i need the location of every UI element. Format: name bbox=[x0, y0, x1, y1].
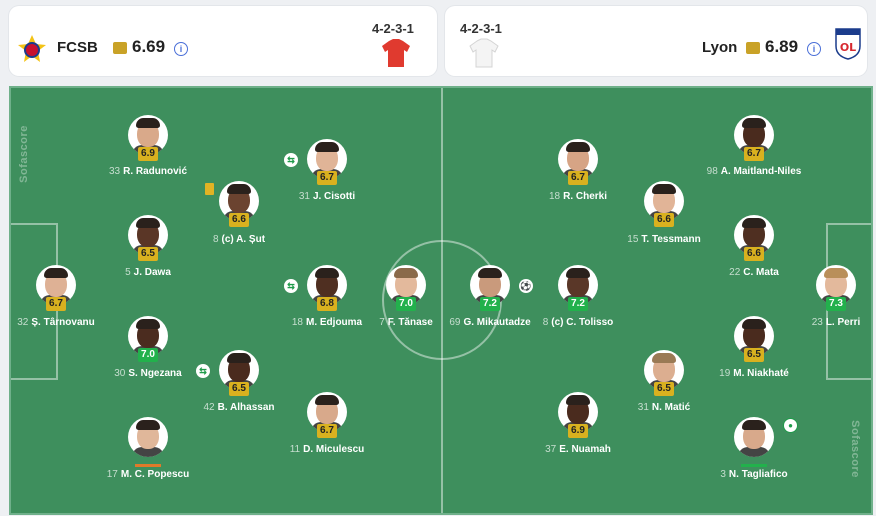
player-photo bbox=[734, 417, 774, 457]
player-rating: 6.8 bbox=[317, 297, 337, 311]
home-shirt-icon bbox=[381, 38, 411, 73]
player-tolisso[interactable]: 7.2 8(c) C. Tolisso bbox=[523, 265, 633, 345]
rating-bar bbox=[135, 464, 161, 467]
info-icon[interactable]: i bbox=[174, 42, 188, 56]
yellow-card-icon bbox=[205, 183, 214, 195]
lyon-crest-icon: OL bbox=[833, 26, 863, 60]
home-team-rating: 6.69 bbox=[132, 37, 166, 56]
home-rating-badge-icon bbox=[113, 42, 127, 54]
player-photo bbox=[128, 417, 168, 457]
player-sut[interactable]: 6.6 8(c) A. Șut bbox=[184, 181, 294, 261]
info-icon[interactable]: i bbox=[807, 42, 821, 56]
away-shirt-icon bbox=[469, 38, 499, 73]
fcsb-crest-icon bbox=[17, 34, 47, 64]
player-rating: 6.6 bbox=[744, 247, 764, 261]
sofascore-watermark-left: Sofascore bbox=[17, 125, 30, 183]
player-rating: 6.5 bbox=[744, 348, 764, 362]
player-rating: 6.6 bbox=[654, 213, 674, 227]
player-rating: 6.5 bbox=[229, 382, 249, 396]
player-rating: 7.0 bbox=[138, 348, 158, 362]
player-rating: 7.2 bbox=[480, 297, 500, 311]
away-rating-badge-icon bbox=[746, 42, 760, 54]
player-photo bbox=[558, 139, 598, 179]
substitution-icon: ⇆ bbox=[284, 153, 298, 167]
away-team-name[interactable]: Lyon bbox=[702, 39, 738, 56]
player-rating: 6.7 bbox=[744, 147, 764, 161]
player-rating: 6.7 bbox=[568, 171, 588, 185]
goal-icon: ● bbox=[783, 418, 798, 433]
player-name: 8(c) C. Tolisso bbox=[542, 317, 614, 328]
player-rating: 6.7 bbox=[317, 424, 337, 438]
rating-bar bbox=[741, 464, 767, 467]
sofascore-watermark-right: Sofascore bbox=[848, 420, 861, 478]
away-formation: 4-2-3-1 bbox=[460, 21, 502, 36]
away-team-card[interactable]: 4-2-3-1 Lyon 6.89 i OL bbox=[445, 6, 867, 76]
player-rating: 6.7 bbox=[46, 297, 66, 311]
ball-icon: ⚽ bbox=[519, 279, 533, 293]
home-team-card[interactable]: FCSB 6.69 i 4-2-3-1 bbox=[9, 6, 437, 76]
player-rating: 7.0 bbox=[396, 297, 416, 311]
player-rating: 6.5 bbox=[654, 382, 674, 396]
player-rating: 7.2 bbox=[568, 297, 588, 311]
home-team-name[interactable]: FCSB bbox=[57, 39, 98, 56]
player-rating: 7.3 bbox=[826, 297, 846, 311]
home-formation: 4-2-3-1 bbox=[372, 21, 414, 36]
substitution-icon: ⇆ bbox=[196, 364, 210, 378]
player-rating: 6.6 bbox=[229, 213, 249, 227]
player-rating: 6.9 bbox=[138, 147, 158, 161]
svg-text:OL: OL bbox=[840, 41, 856, 54]
player-rating: 6.5 bbox=[138, 247, 158, 261]
away-team-rating: 6.89 bbox=[765, 37, 799, 56]
substitution-icon: ⇆ bbox=[284, 279, 298, 293]
player-rating: 6.7 bbox=[317, 171, 337, 185]
player-name: 8(c) A. Șut bbox=[212, 234, 266, 245]
player-rating: 6.9 bbox=[568, 424, 588, 438]
